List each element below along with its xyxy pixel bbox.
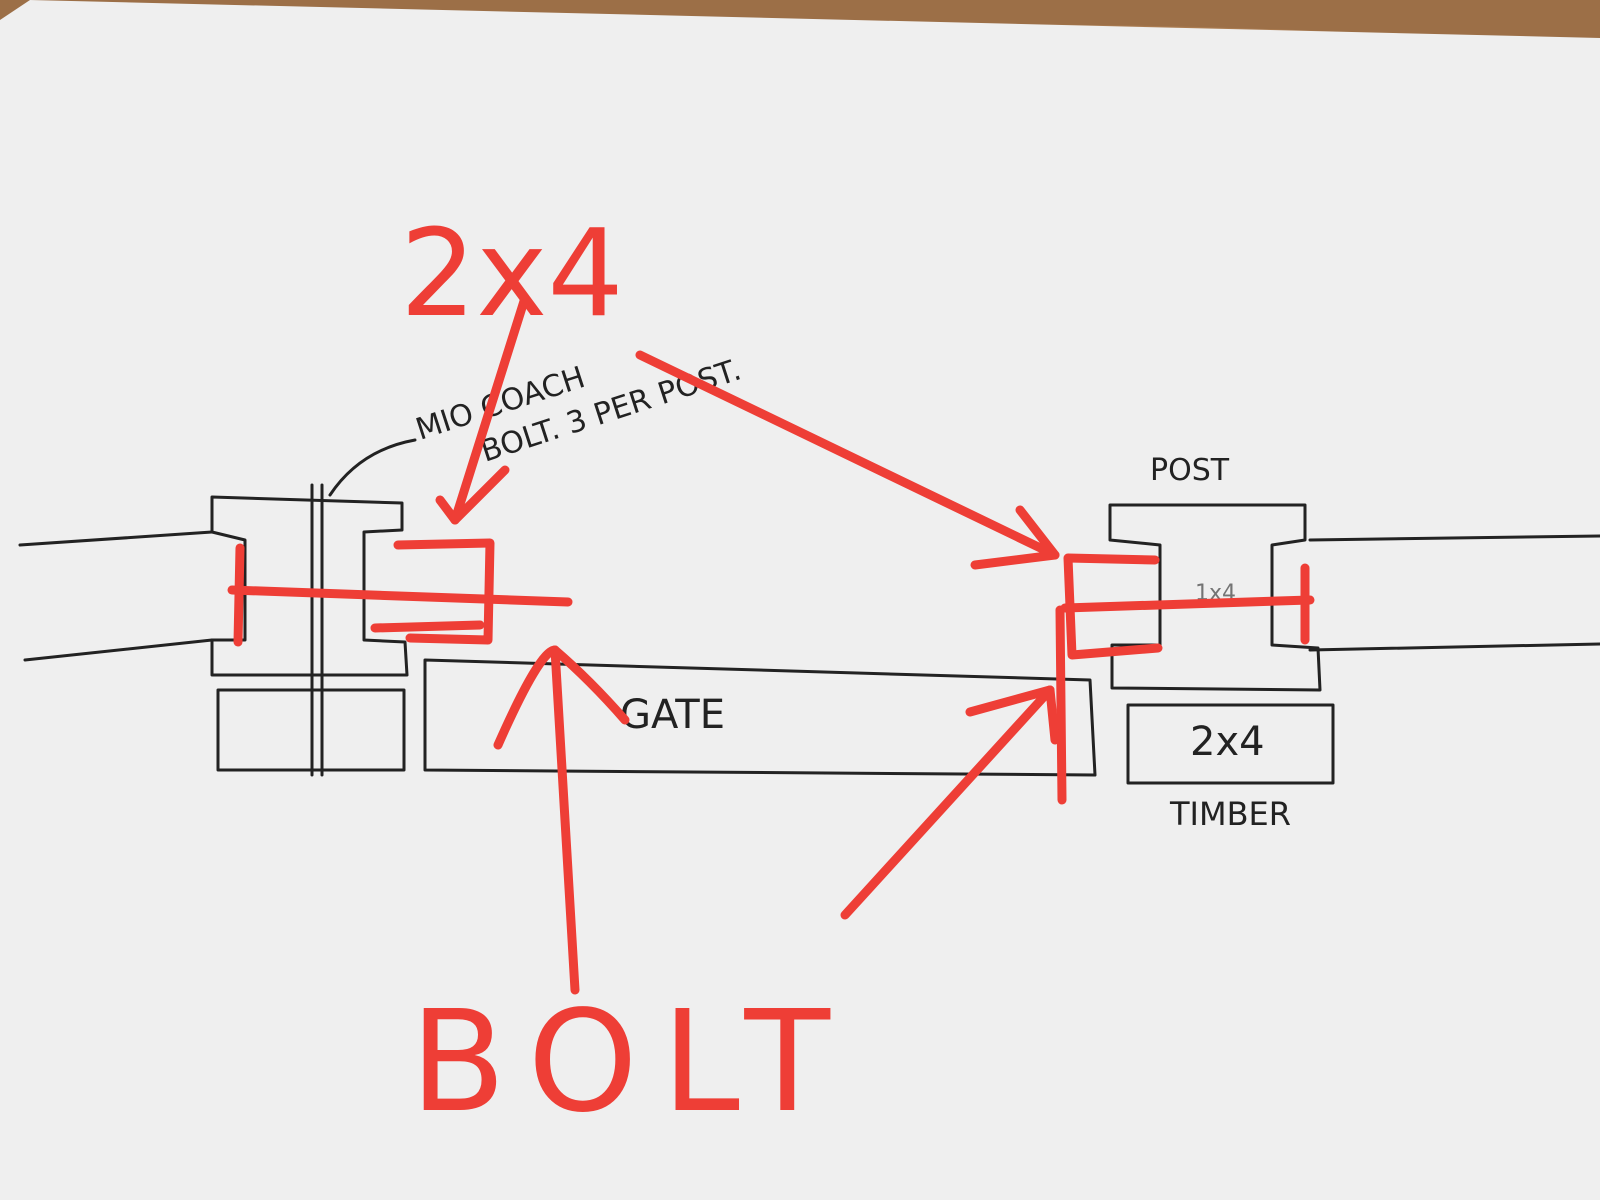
arrow-bolt-left-head: [493, 645, 630, 750]
right-bolt-bar: [1060, 595, 1315, 613]
annotation-leader: [328, 438, 417, 497]
arrow-2x4-left-head: [435, 465, 510, 525]
arrow-2x4-right-head: [970, 505, 1060, 570]
left-post-outline: [210, 495, 409, 677]
label-2x4-block: 2x4: [1190, 719, 1265, 765]
arrow-2x4-right: [635, 350, 1060, 560]
left-rail-bottom-line: [23, 638, 214, 662]
callout-2x4: 2x4: [400, 205, 624, 344]
label-post: POST: [1150, 453, 1230, 488]
right-post-outline: [1108, 503, 1322, 692]
right-rail-top-line: [1308, 534, 1600, 542]
red-markup: [227, 293, 1315, 995]
right-2x4-box: [1063, 553, 1163, 660]
gate-outline: [423, 658, 1097, 777]
arrow-bolt-right: [840, 685, 1055, 920]
left-bolt-end: [233, 543, 245, 647]
right-timber-block: [1126, 703, 1335, 785]
left-rail-top-line: [18, 530, 214, 547]
left-2x4-box: [393, 538, 495, 645]
arrow-bolt-left: [550, 645, 580, 995]
arrow-2x4-left: [450, 293, 530, 525]
left-bolt-bar: [227, 585, 573, 607]
arrow-bolt-right-head: [965, 685, 1060, 745]
right-rail-bottom-line: [1308, 642, 1600, 652]
right-bolt-tail: [1055, 605, 1067, 805]
label-gate: GATE: [620, 692, 725, 738]
pen-sketch: [18, 438, 1600, 785]
left-bolt-lower-line: [370, 620, 485, 633]
label-timber: TIMBER: [1169, 795, 1291, 833]
callout-bolt: BOLT: [410, 981, 854, 1144]
